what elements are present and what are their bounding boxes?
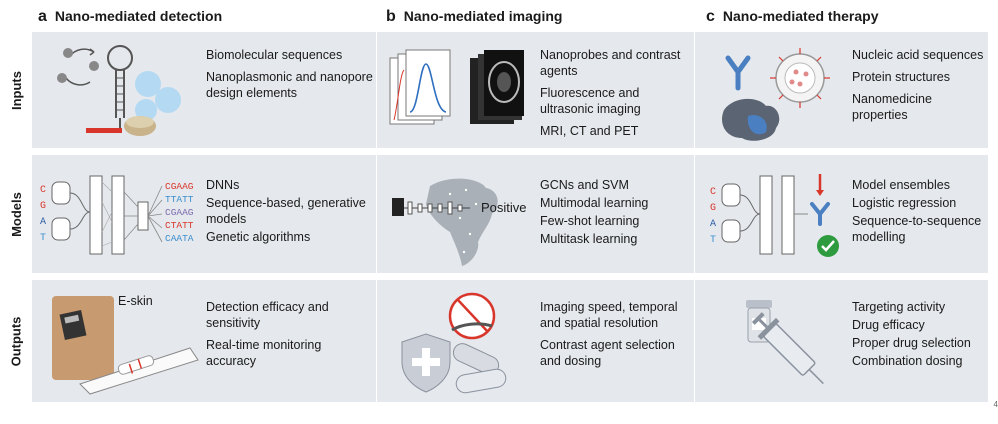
- svg-text:A: A: [40, 217, 46, 228]
- list-item: Drug efficacy: [852, 318, 925, 332]
- outputs-band: [32, 280, 988, 402]
- list-item: Imaging speed, temporal and spatial reso…: [540, 300, 678, 330]
- svg-text:G: G: [710, 203, 716, 214]
- list-item: Sequence-to-sequence modelling: [852, 214, 982, 244]
- list-item: Logistic regression: [852, 196, 957, 210]
- column-divider: [694, 32, 695, 402]
- svg-text:A: A: [710, 219, 716, 230]
- row-label-models: Models: [8, 191, 24, 237]
- list-item: Multimodal learning: [540, 196, 649, 210]
- generated-sequences: CGAAG TTATT CGAAG CTATT CAATA: [165, 180, 194, 245]
- list-item: Nanomedicine properties: [852, 92, 932, 122]
- shield-pills-virus-icon: [401, 292, 507, 394]
- sequence-label: CGAAG: [165, 181, 194, 192]
- list-item: Nucleic acid sequences: [852, 48, 984, 62]
- list-item: Protein structures: [852, 70, 950, 84]
- panel-title: Nano-mediated therapy: [722, 8, 879, 24]
- neural-network-icon: C G A T: [40, 175, 163, 255]
- sequence-label: CGAAG: [165, 207, 194, 218]
- page-mark: 4: [993, 400, 998, 409]
- list-item: Targeting activity: [852, 300, 946, 314]
- svg-text:C: C: [40, 185, 46, 196]
- sequence-label: TTATT: [165, 194, 194, 205]
- therapy-outputs-list: Targeting activity Drug efficacy Proper …: [852, 299, 988, 371]
- list-item: Nanoplasmonic and nanopore design elemen…: [206, 70, 373, 100]
- sequence-label: CTATT: [165, 220, 194, 231]
- list-item: GCNs and SVM: [540, 178, 629, 192]
- column-header-imaging: b Nano-mediated imaging: [386, 8, 562, 26]
- list-item: Fluorescence and ultrasonic imaging: [540, 86, 641, 116]
- list-item: MRI, CT and PET: [540, 124, 639, 138]
- detection-models-list: DNNs Sequence-based, generative models G…: [206, 177, 374, 247]
- imaging-outputs-list: Imaging speed, temporal and spatial reso…: [540, 299, 690, 371]
- list-item: Detection efficacy and sensitivity: [206, 300, 329, 330]
- svg-text:G: G: [40, 201, 46, 212]
- list-item: Few-shot learning: [540, 214, 640, 228]
- list-item: Genetic algorithms: [206, 230, 311, 244]
- list-item: Model ensembles: [852, 178, 950, 192]
- sequence-label: CAATA: [165, 233, 194, 244]
- panel-letter: a: [38, 8, 47, 25]
- panel-letter: c: [706, 8, 715, 25]
- imaging-models-list: GCNs and SVM Multimodal learning Few-sho…: [540, 177, 690, 249]
- eskin-test-strip-icon: [52, 296, 199, 395]
- positive-label: Positive: [481, 200, 527, 215]
- graph-network-map-icon: [392, 178, 498, 266]
- list-item: DNNs: [206, 178, 240, 192]
- pill-bottle-syringe-icon: [746, 300, 824, 385]
- svg-text:C: C: [710, 187, 716, 198]
- svg-text:T: T: [710, 235, 716, 246]
- detection-inputs-list: Biomolecular sequences Nanoplasmonic and…: [206, 47, 374, 103]
- panel-title: Nano-mediated imaging: [403, 8, 563, 24]
- svg-text:T: T: [40, 233, 46, 244]
- therapy-inputs-list: Nucleic acid sequences Protein structure…: [852, 47, 988, 125]
- list-item: Sequence-based, generative models: [206, 196, 366, 226]
- list-item: Multitask learning: [540, 232, 638, 246]
- column-divider: [376, 32, 377, 402]
- therapy-models-list: Model ensembles Logistic regression Sequ…: [852, 177, 988, 247]
- list-item: Contrast agent selection and dosing: [540, 338, 675, 368]
- list-item: Nanoprobes and contrast agents: [540, 48, 681, 78]
- detection-outputs-list: Detection efficacy and sensitivity Real-…: [206, 299, 374, 371]
- row-label-outputs: Outputs: [8, 316, 24, 366]
- panel-letter: b: [386, 8, 396, 25]
- antibody-virus-protein-icon: [722, 48, 830, 141]
- row-label-inputs: Inputs: [8, 70, 24, 110]
- imaging-stack-icon: [389, 49, 524, 125]
- sequence-hairpin-icon: [57, 45, 181, 136]
- panel-title: Nano-mediated detection: [54, 8, 223, 24]
- eskin-label: E-skin: [118, 294, 153, 308]
- imaging-inputs-list: Nanoprobes and contrast agents Fluoresce…: [540, 47, 690, 141]
- column-header-therapy: c Nano-mediated therapy: [706, 8, 879, 26]
- list-item: Combination dosing: [852, 354, 963, 368]
- list-item: Biomolecular sequences: [206, 48, 343, 62]
- list-item: Real-time monitoring accuracy: [206, 338, 322, 368]
- column-header-detection: a Nano-mediated detection: [38, 8, 222, 26]
- ensemble-model-icon: C G A T: [710, 174, 839, 257]
- list-item: Proper drug selection: [852, 336, 971, 350]
